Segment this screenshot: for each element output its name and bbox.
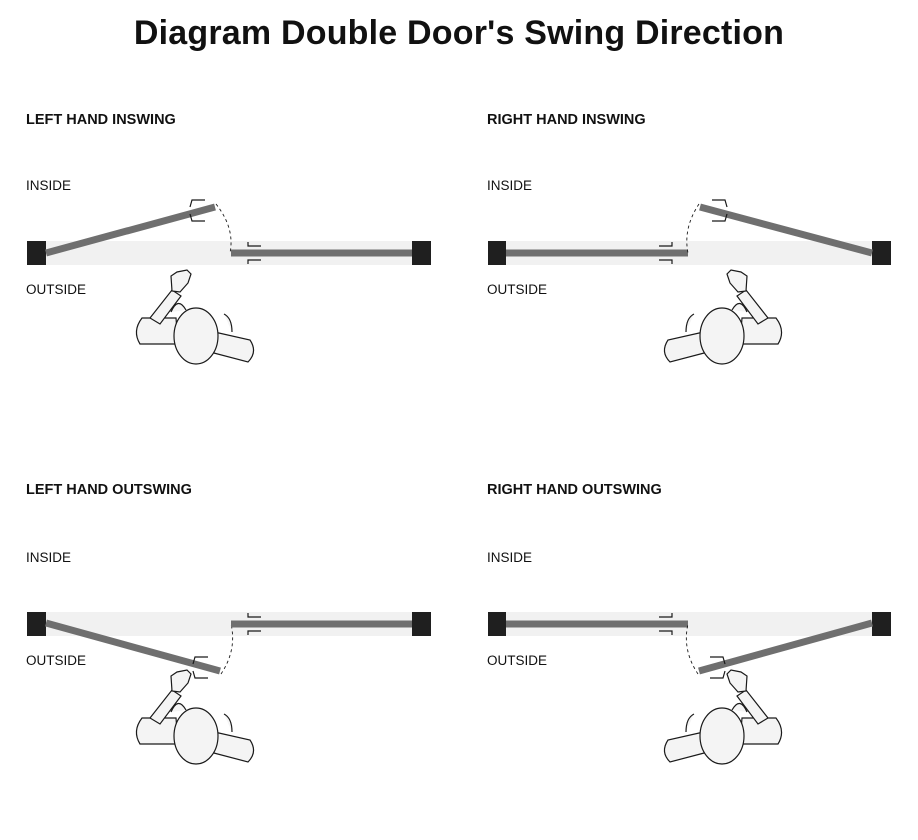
right-post <box>412 241 431 265</box>
door-handle <box>247 613 261 635</box>
panel-heading: RIGHT HAND INSWING <box>487 112 646 128</box>
left-post <box>27 612 46 636</box>
outside-label: OUTSIDE <box>487 282 548 297</box>
door-handle <box>192 656 208 679</box>
person-figure <box>663 269 783 365</box>
open-door-leaf <box>45 203 216 257</box>
door-handle <box>189 199 205 222</box>
inside-label: INSIDE <box>26 178 72 193</box>
outside-label: OUTSIDE <box>26 282 87 297</box>
swing-arc <box>215 203 232 254</box>
door-handle <box>710 656 726 679</box>
door-handle <box>712 199 728 222</box>
door-handle <box>659 242 673 264</box>
open-door-leaf <box>699 203 873 257</box>
swing-arc <box>220 623 234 675</box>
door-diagram <box>27 199 431 365</box>
page-title: Diagram Double Door's Swing Direction <box>133 14 785 52</box>
inside-label: INSIDE <box>487 550 533 565</box>
panel-heading: LEFT HAND OUTSWING <box>26 482 192 498</box>
open-door-leaf <box>45 619 221 675</box>
right-post <box>412 612 431 636</box>
right-post <box>872 612 891 636</box>
left-post <box>488 241 506 265</box>
swing-arc <box>686 203 700 254</box>
person-figure <box>663 669 783 765</box>
panel-heading: LEFT HAND INSWING <box>26 112 176 128</box>
open-door-leaf <box>698 619 873 675</box>
panel-heading: RIGHT HAND OUTSWING <box>487 482 662 498</box>
door-handle <box>247 242 261 264</box>
panel-right-hand-outswing: RIGHT HAND OUTSWING INSIDE OUTSIDE <box>459 470 918 840</box>
left-post <box>488 612 506 636</box>
right-post <box>872 241 891 265</box>
left-post <box>27 241 46 265</box>
panel-left-hand-outswing: LEFT HAND OUTSWING INSIDE OUTSIDE <box>0 470 459 840</box>
person-figure <box>135 669 255 765</box>
door-handle <box>659 613 673 635</box>
door-diagram <box>488 612 891 765</box>
door-diagram <box>488 199 891 365</box>
person-figure <box>135 269 255 365</box>
inside-label: INSIDE <box>487 178 533 193</box>
panel-right-hand-inswing: RIGHT HAND INSWING INSIDE OUTSIDE <box>459 100 918 470</box>
door-diagram <box>27 612 431 765</box>
outside-label: OUTSIDE <box>26 653 87 668</box>
swing-arc <box>685 623 699 675</box>
panel-left-hand-inswing: LEFT HAND INSWING INSIDE OUTSIDE <box>0 100 459 470</box>
outside-label: OUTSIDE <box>487 653 548 668</box>
inside-label: INSIDE <box>26 550 72 565</box>
